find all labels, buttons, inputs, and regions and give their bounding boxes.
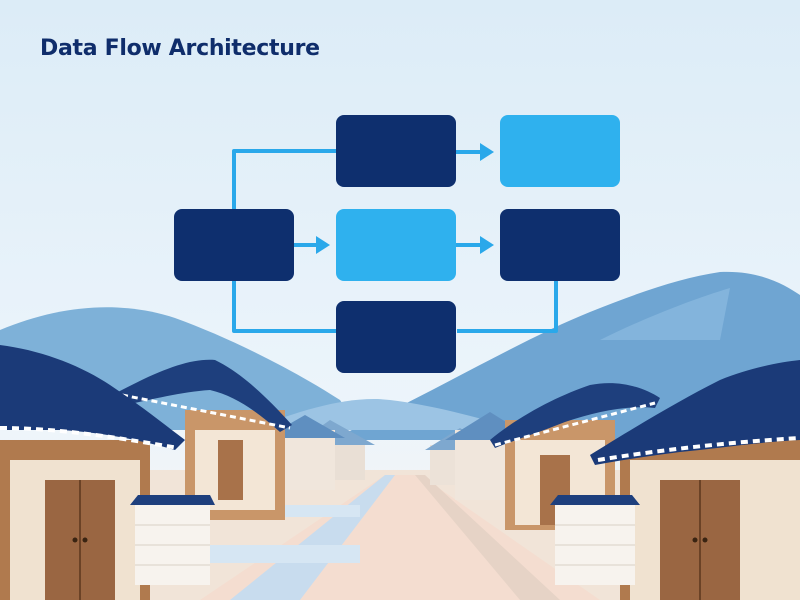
hanok-roof-icon <box>0 345 185 450</box>
arrowhead-n4-n5 <box>480 236 494 254</box>
mountain-icon <box>600 288 730 340</box>
node-box <box>174 209 294 281</box>
connector-n6-n5 <box>457 281 558 333</box>
nodes <box>174 115 620 373</box>
flow-diagram <box>174 115 620 373</box>
arrowhead-n2-n3 <box>480 143 494 161</box>
connectors <box>232 143 558 333</box>
diagram-title: Data Flow Architecture <box>40 36 320 61</box>
connector-n1-n2 <box>232 149 336 209</box>
hanok-roof-icon <box>490 383 660 448</box>
connector-n1-n6 <box>232 281 336 333</box>
arrowhead-n1-n4 <box>316 236 330 254</box>
hanok-roof-icon <box>590 360 800 465</box>
node-box <box>500 209 620 281</box>
node-box <box>336 115 456 187</box>
hanok-left <box>0 345 375 600</box>
node-box <box>336 301 456 373</box>
node-box <box>336 209 456 281</box>
hanok-roof-icon <box>118 359 292 432</box>
hanok-right <box>425 360 800 600</box>
node-box <box>500 115 620 187</box>
